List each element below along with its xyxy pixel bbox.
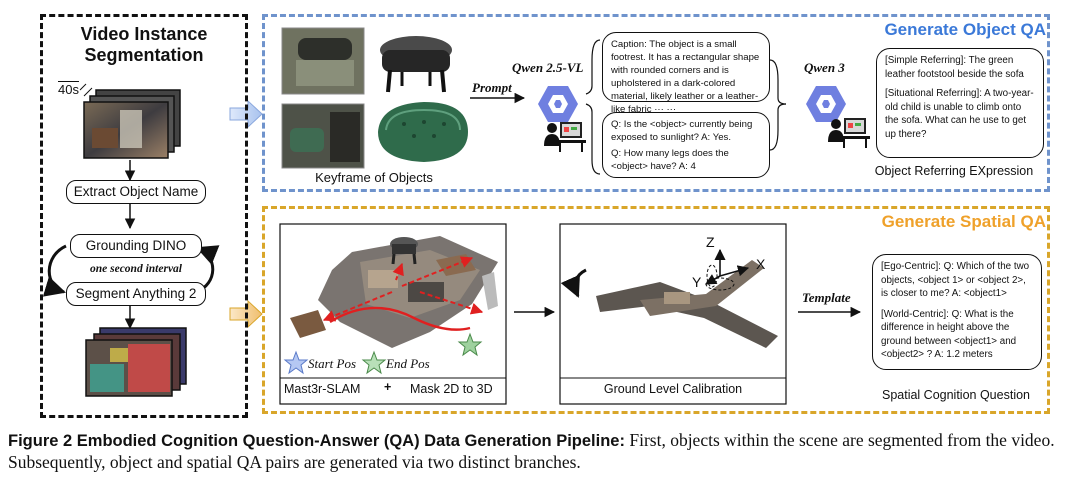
step-grounding-dino: Grounding DINO (70, 234, 202, 258)
caption-ellipsis: ··· ··· (654, 104, 677, 115)
user-at-computer-icon-2 (828, 118, 870, 148)
object-branch-title: Generate Object QA (884, 20, 1046, 39)
bracket-right-top (769, 59, 787, 105)
spatial-branch-title: Generate Spatial QA (881, 212, 1046, 231)
slam-label: Mast3r-SLAM (284, 382, 361, 396)
step-segment-anything-2: Segment Anything 2 (66, 282, 206, 306)
mask-2d-to-3d-label: Mask 2D to 3D (410, 382, 493, 396)
calibration-scene (559, 223, 787, 405)
prompt-label: Prompt (472, 80, 512, 95)
bracket-left-top (585, 39, 601, 95)
ego-centric-question: [Ego-Centric]: Q: Which of the two objec… (881, 261, 1030, 299)
model-qwen-2-5-vl-label: Qwen 2.5-VL (512, 60, 584, 75)
object-qa-panel (262, 14, 1050, 192)
model-qwen-3-label: Qwen 3 (804, 60, 845, 75)
qwen-2-5-vl-icon (538, 86, 578, 122)
axis-x-label: X (756, 256, 766, 272)
end-pos-star-icon (361, 350, 387, 375)
plus-sign: + (384, 380, 392, 394)
template-label: Template (802, 290, 851, 305)
bracket-right-bottom (769, 103, 787, 151)
video-frames-stack (79, 83, 181, 159)
figure-caption-body: First, objects within the scene are segm… (8, 430, 1055, 472)
loop-arrow-left (42, 244, 67, 297)
ref-expression-label: Object Referring EXpression (874, 164, 1034, 178)
world-centric-question: [World-Centric]: Q: What is the differen… (881, 308, 1017, 361)
end-pos-label: End Pos (386, 356, 430, 371)
start-pos-star-icon (283, 350, 309, 375)
axis-z-label: Z (706, 234, 715, 250)
caption-text: Caption: The object is a small footrest.… (611, 39, 760, 115)
attribute-qa-1: Q: Is the <object> currently being expos… (611, 119, 753, 143)
segmented-frames-stack (85, 327, 187, 397)
ref-situational: [Situational Referring]: A two-year-old … (885, 88, 1034, 140)
user-at-computer-icon (544, 122, 586, 152)
segmentation-title: Video Instance Segmentation (80, 24, 208, 65)
video-duration: 40s (58, 82, 79, 97)
spatial-qa-panel (262, 206, 1050, 414)
referring-expression-box: [Simple Referring]: The green leather fo… (876, 48, 1044, 158)
video-instance-segmentation-panel (40, 14, 248, 418)
spatial-question-label: Spatial Cognition Question (881, 388, 1030, 402)
caption-box: Caption: The object is a small footrest.… (602, 32, 770, 115)
bracket-left-bottom (585, 103, 601, 175)
keyframe-images (281, 27, 468, 169)
keyframe-label: Keyframe of Objects (315, 170, 433, 185)
start-pos-label: Start Pos (308, 356, 357, 371)
spatial-question-box: [Ego-Centric]: Q: Which of the two objec… (872, 254, 1042, 370)
attribute-qa-box: Q: Is the <object> currently being expos… (602, 112, 770, 178)
ref-simple: [Simple Referring]: The green leather fo… (885, 55, 1024, 80)
calibration-label: Ground Level Calibration (603, 382, 743, 396)
axis-y-label: Y (692, 274, 702, 290)
step-extract-object-name: Extract Object Name (66, 180, 206, 204)
qwen-3-icon (806, 86, 846, 122)
slam-3d-scene (279, 223, 507, 405)
figure-caption-lead: Figure 2 Embodied Cognition Question-Ans… (8, 432, 625, 450)
interval-label: one second interval (90, 263, 182, 275)
figure-caption: Figure 2 Embodied Cognition Question-Ans… (8, 430, 1078, 473)
attribute-qa-2: Q: How many legs does the <object> have?… (611, 148, 729, 172)
